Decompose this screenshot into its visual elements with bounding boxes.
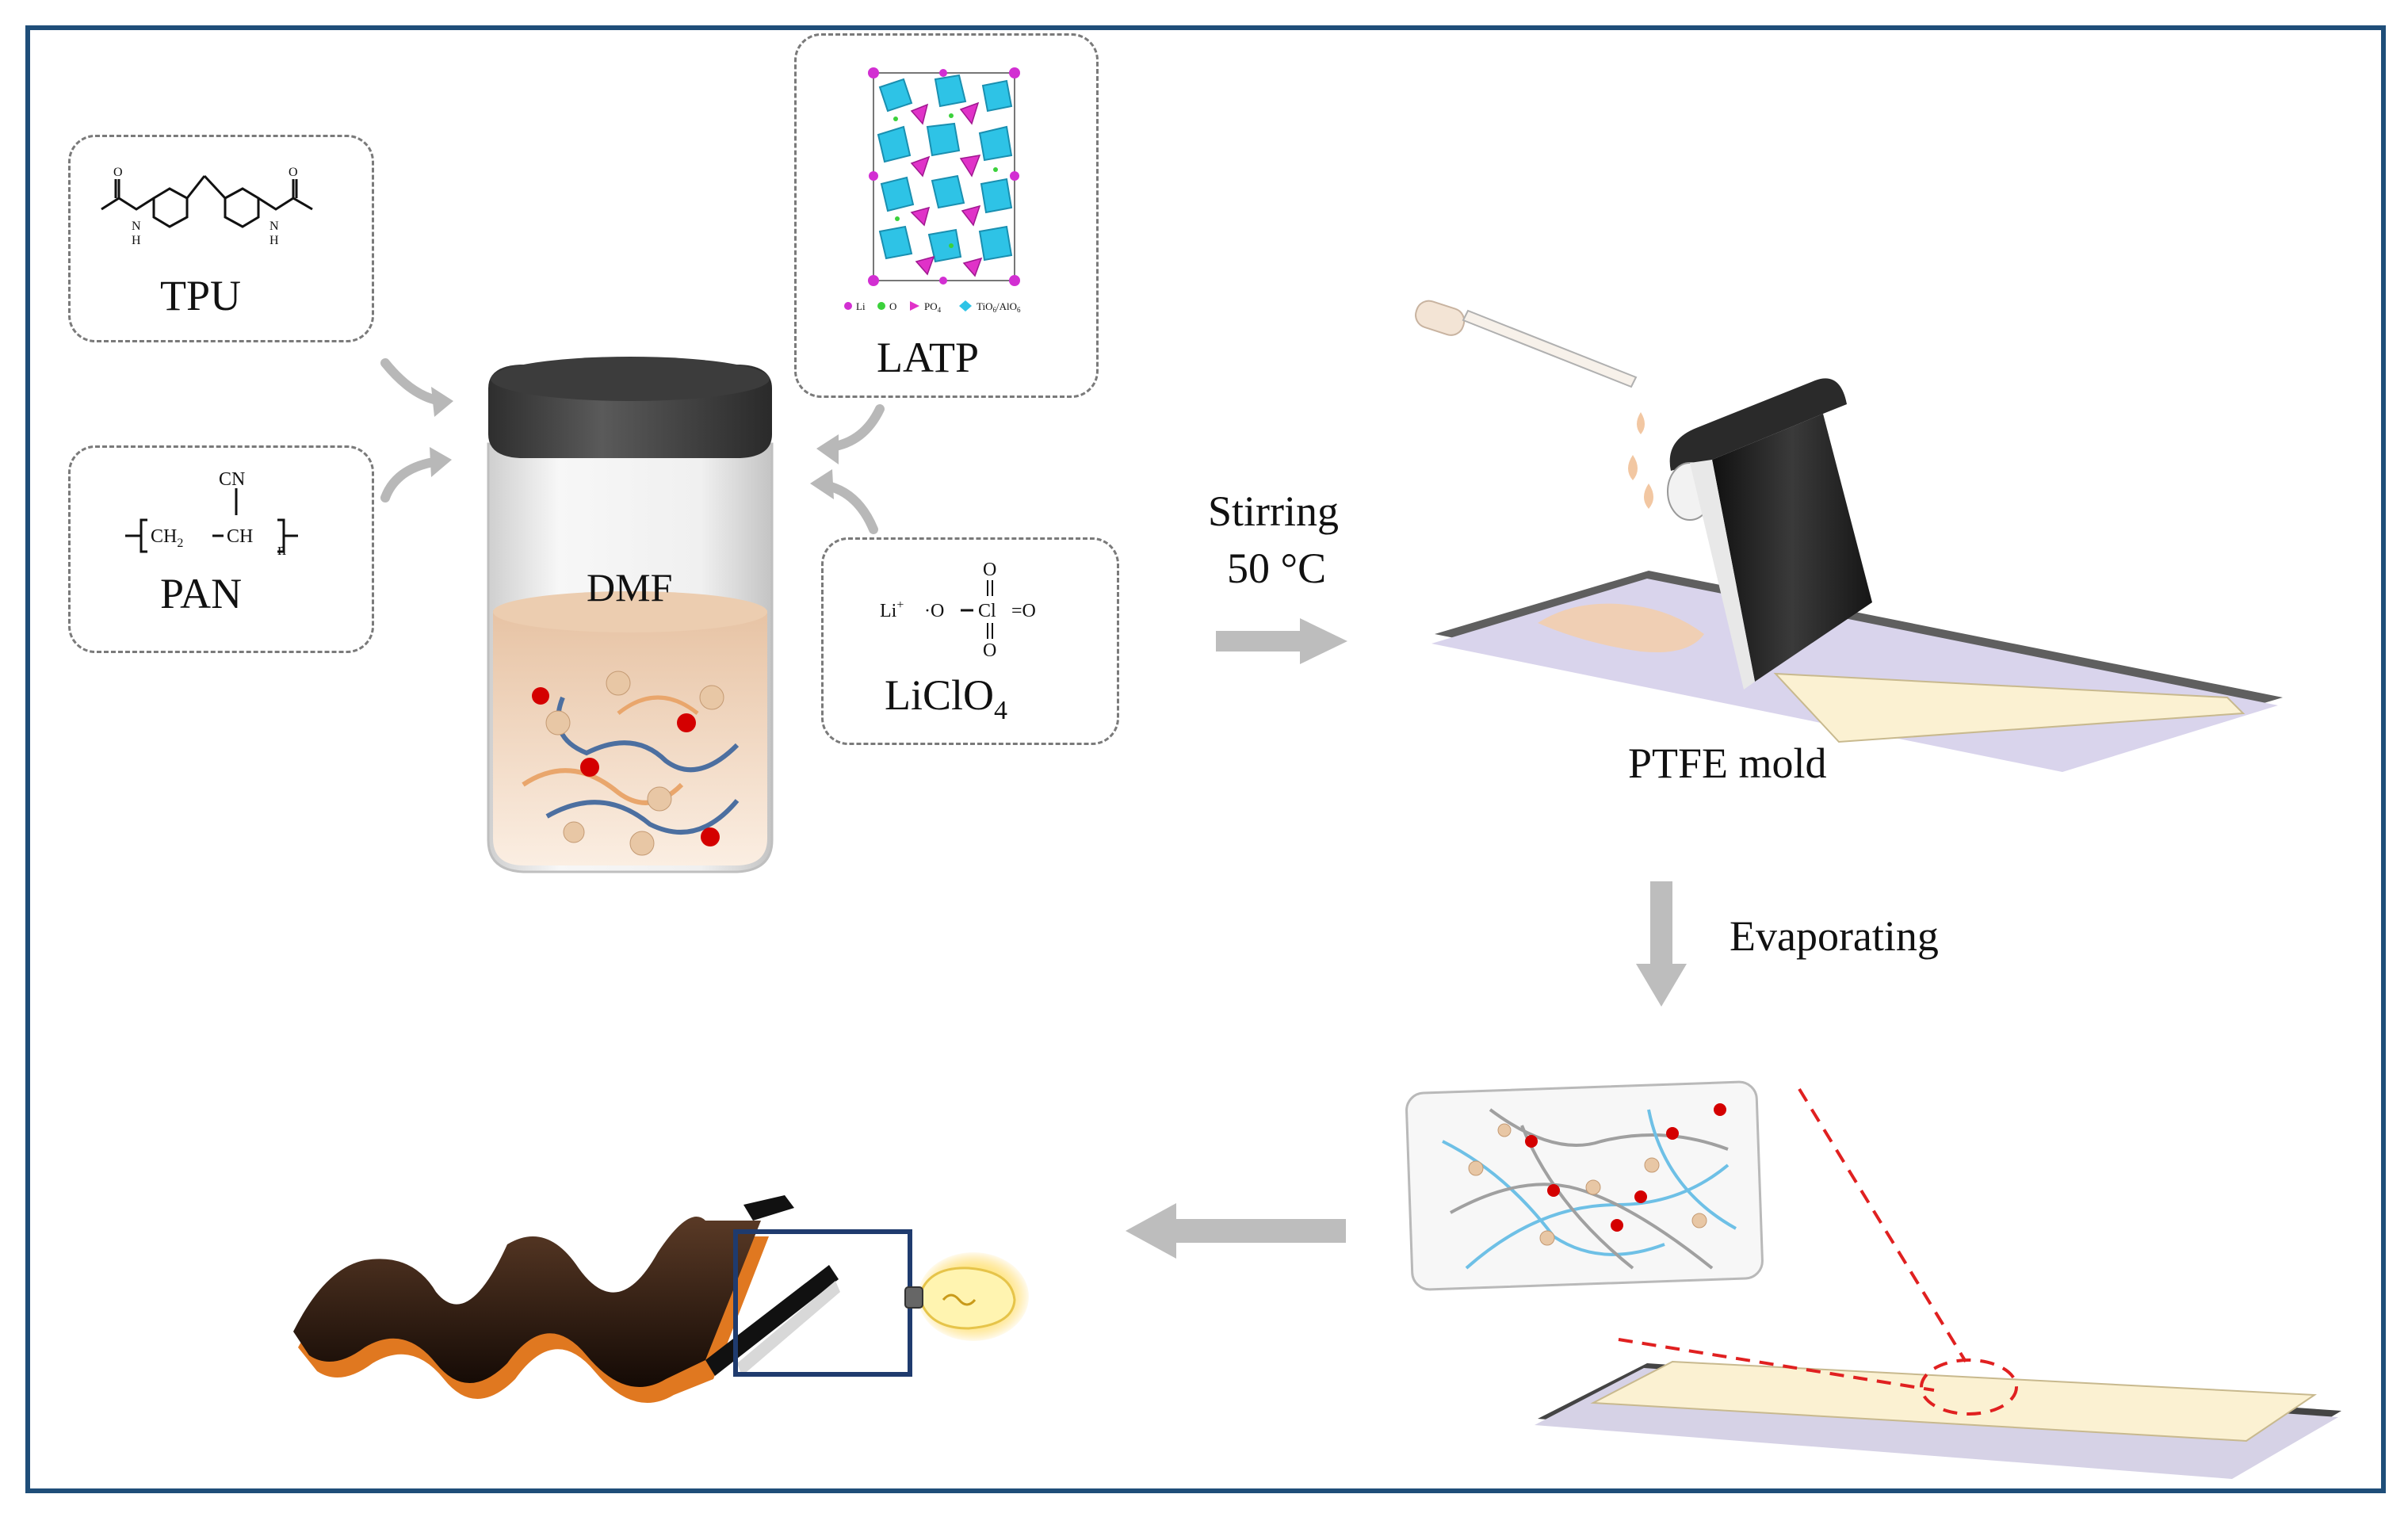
svg-text:Cl: Cl	[978, 601, 996, 621]
tpu-n-right: N	[269, 220, 279, 233]
dmf-label: DMF	[587, 565, 673, 609]
svg-text:O: O	[983, 560, 996, 580]
ptfe-mold-casting	[1431, 378, 2283, 772]
jar-icon	[487, 357, 774, 873]
pan-structure	[125, 488, 298, 553]
evaporating-label: Evaporating	[1730, 912, 1939, 960]
liclo4-box	[821, 537, 1119, 745]
pan-label: PAN	[160, 570, 243, 617]
svg-text:Li+: Li+	[880, 598, 904, 621]
tpu-label: TPU	[160, 272, 242, 319]
svg-text:=O: =O	[1011, 601, 1036, 621]
pan-n: n	[277, 539, 286, 559]
svg-text:PO4: PO4	[924, 300, 942, 314]
zoom-indicator	[1618, 1087, 2018, 1416]
latp-label: LATP	[877, 334, 980, 381]
tpu-h-right: H	[269, 234, 279, 247]
latp-legend: Li O PO4 TiO6/AlO6	[844, 300, 1021, 314]
pan-box	[68, 445, 374, 653]
output-arrow	[1126, 1203, 1346, 1259]
latp-crystal	[868, 67, 1020, 286]
tpu-structure	[101, 174, 313, 228]
evaporating-arrow	[1636, 881, 1687, 1007]
stirring-label: Stirring	[1208, 487, 1340, 535]
pipette-icon	[1415, 300, 1653, 509]
temperature-label: 50 °C	[1227, 545, 1327, 592]
liclo4-structure: Li+ ·O Cl O O =O	[880, 560, 1036, 661]
latp-box	[794, 33, 1099, 398]
svg-text:O: O	[889, 300, 896, 312]
liclo4-label: LiClO4	[885, 671, 1008, 725]
light-bulb-icon	[904, 1252, 1029, 1341]
tpu-o-left: O	[113, 166, 123, 179]
svg-text:·O: ·O	[924, 601, 944, 621]
svg-text:O: O	[983, 640, 996, 661]
svg-text:TiO6/AlO6: TiO6/AlO6	[977, 300, 1021, 314]
pan-ch: CH	[227, 526, 253, 547]
pan-cn: CN	[219, 469, 245, 490]
tpu-n-left: N	[132, 220, 141, 233]
tpu-o-right: O	[289, 166, 298, 179]
ptfe-mold-label: PTFE mold	[1628, 739, 1827, 787]
svg-text:Li: Li	[856, 300, 866, 312]
dry-film-mold	[1535, 1360, 2341, 1479]
pan-ch2: CH2	[151, 526, 183, 550]
flexible-battery-icon	[293, 1195, 912, 1403]
tpu-h-left: H	[132, 234, 141, 247]
tpu-box	[68, 135, 374, 342]
stirring-arrow	[1216, 618, 1347, 664]
diagram-frame	[25, 25, 2386, 1493]
input-arrowheads	[430, 387, 839, 499]
membrane-zoom	[1405, 1080, 1764, 1291]
